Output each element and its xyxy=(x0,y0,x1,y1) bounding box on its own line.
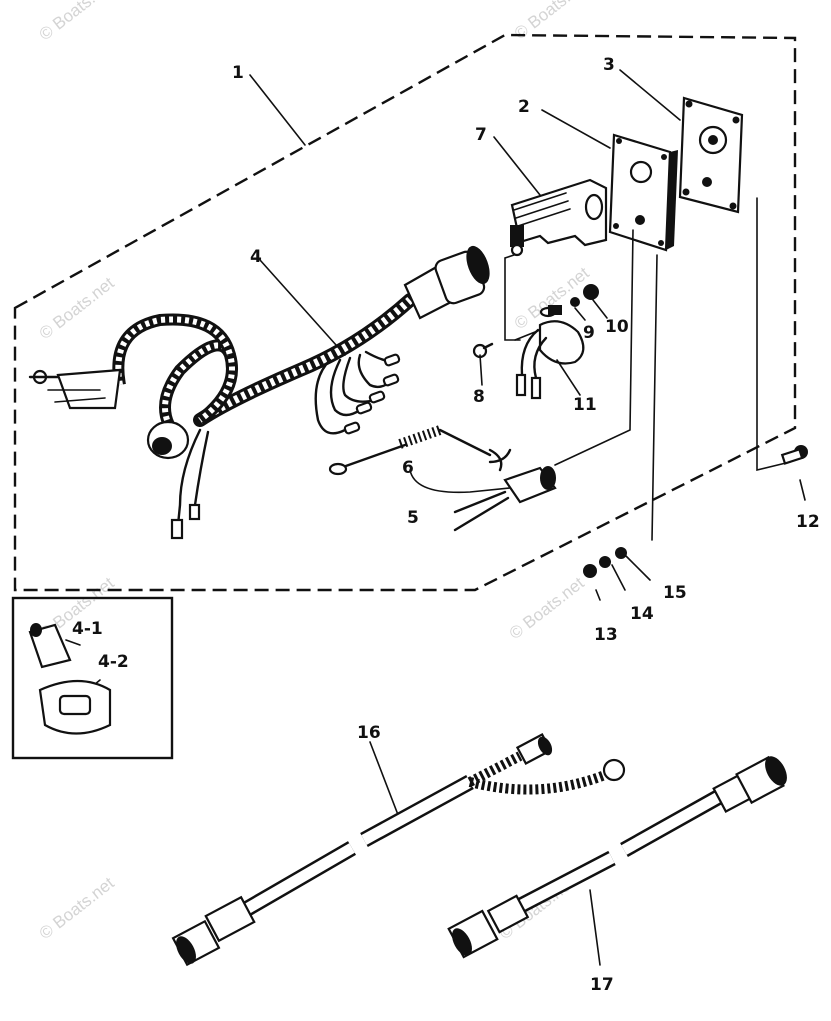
washer-10 xyxy=(583,284,599,300)
callout-12: 12 xyxy=(796,512,820,532)
callout-1: 1 xyxy=(232,63,244,83)
nut-13 xyxy=(583,564,597,578)
screw-8 xyxy=(472,342,494,359)
watermark-layer: © Boats.net xyxy=(36,273,118,343)
spring-lead-icon xyxy=(328,425,512,476)
callout-4-2: 4-2 xyxy=(98,652,129,672)
callout-13: 13 xyxy=(594,625,618,645)
callout-11: 11 xyxy=(573,395,597,415)
callout-17: 17 xyxy=(590,975,614,995)
watermark: © Boats.net xyxy=(36,873,118,943)
leader-lines xyxy=(65,69,806,966)
callout-4: 4 xyxy=(250,247,262,267)
wiring-harness-icon xyxy=(28,245,490,540)
callout-4-1: 4-1 xyxy=(72,619,103,639)
callout-14: 14 xyxy=(630,604,654,624)
cover-plate-icon xyxy=(678,96,744,214)
callout-16: 16 xyxy=(357,723,381,743)
bracket-icon xyxy=(510,178,608,257)
watermark: © Boats.net xyxy=(36,273,118,343)
meter-cable-icon xyxy=(447,755,787,959)
meter-cable-icon xyxy=(171,732,626,967)
washer-14 xyxy=(599,556,611,568)
callout-3: 3 xyxy=(603,55,615,75)
mounting-plate-icon xyxy=(608,133,678,252)
watermark: © Boats.net xyxy=(506,573,588,643)
watermark-layer: © Boats.net xyxy=(36,873,118,943)
stop-switch-icon xyxy=(409,466,557,532)
callout-2: 2 xyxy=(518,97,530,117)
callout-15: 15 xyxy=(663,583,687,603)
cover-4-2 xyxy=(38,680,112,735)
callout-8: 8 xyxy=(473,387,485,407)
callout-6: 6 xyxy=(402,458,414,478)
callout-7: 7 xyxy=(475,125,487,145)
callout-9: 9 xyxy=(583,323,595,343)
assembly-boundary xyxy=(13,33,797,592)
callout-10: 10 xyxy=(605,317,629,337)
inset-box xyxy=(11,596,174,760)
bolt-12 xyxy=(780,445,808,465)
washer-15 xyxy=(615,547,627,559)
nut-9 xyxy=(570,297,580,307)
watermark: © Boats.net xyxy=(36,0,118,44)
connector-4-1 xyxy=(28,623,72,669)
watermark-layer: © Boats.net xyxy=(506,573,588,643)
watermark-layer: © Boats.net xyxy=(36,0,118,44)
callout-labels: 1 2 3 7 4 9 10 8 11 6 5 12 13 14 15 4-1 … xyxy=(72,55,820,995)
callout-5: 5 xyxy=(407,508,419,528)
